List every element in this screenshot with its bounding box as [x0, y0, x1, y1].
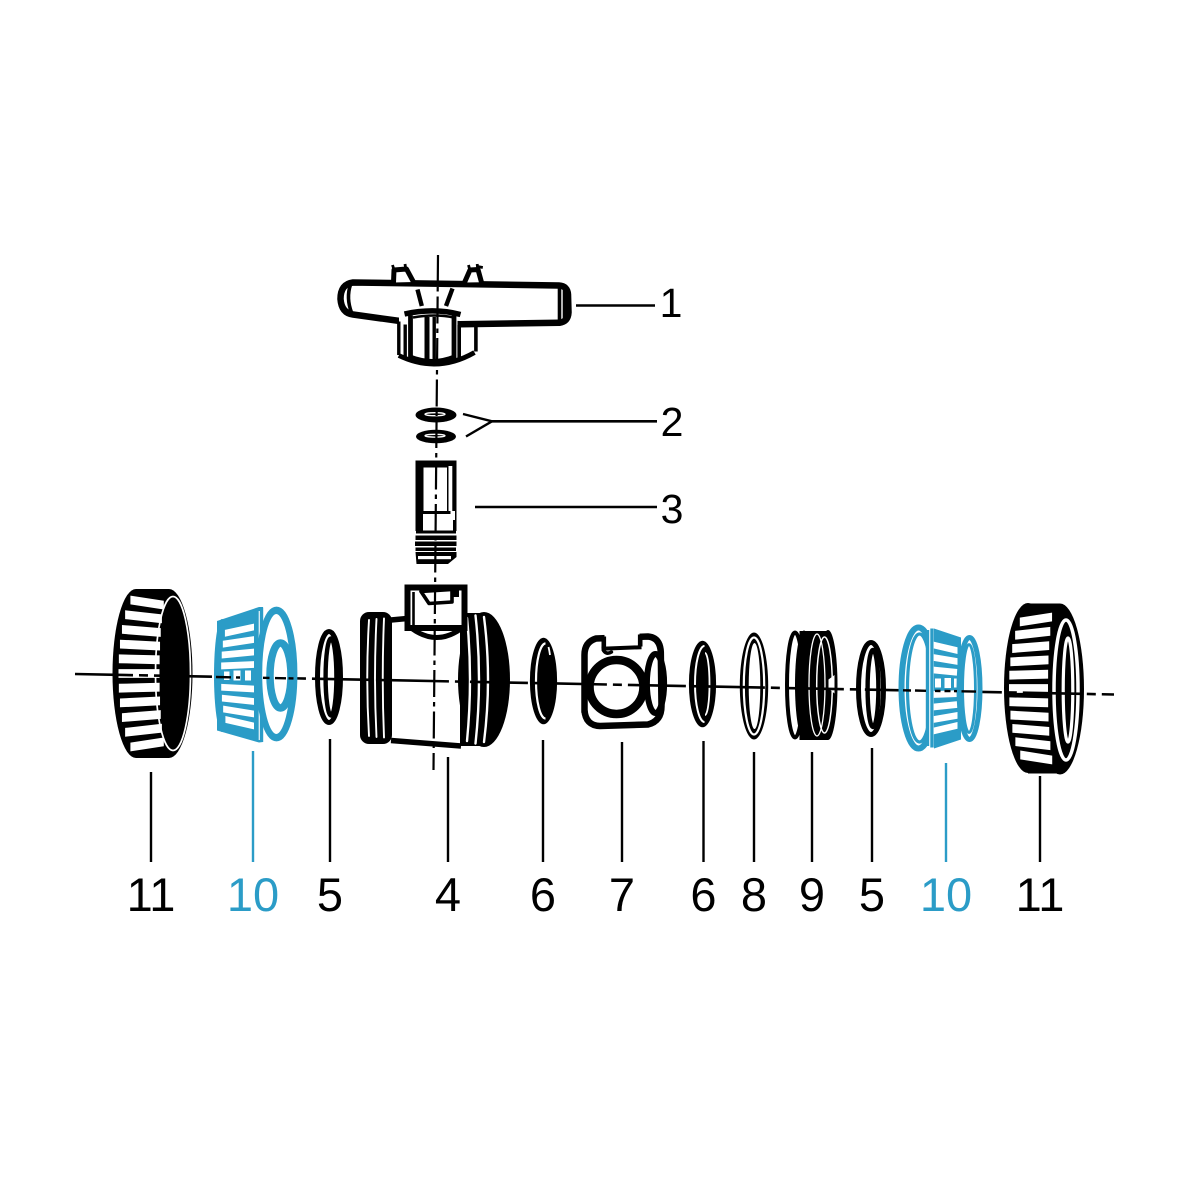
- svg-text:9: 9: [799, 868, 825, 921]
- svg-text:1: 1: [660, 280, 683, 326]
- svg-text:10: 10: [920, 868, 972, 921]
- svg-text:11: 11: [1016, 868, 1065, 921]
- svg-text:3: 3: [661, 486, 684, 532]
- svg-text:2: 2: [661, 399, 684, 445]
- svg-text:6: 6: [530, 868, 556, 921]
- svg-text:10: 10: [227, 868, 279, 921]
- svg-text:4: 4: [435, 868, 461, 921]
- svg-text:8: 8: [741, 868, 767, 921]
- svg-text:11: 11: [127, 868, 176, 921]
- svg-text:6: 6: [690, 868, 716, 921]
- svg-text:5: 5: [317, 868, 343, 921]
- svg-text:5: 5: [859, 868, 885, 921]
- svg-text:7: 7: [609, 868, 635, 921]
